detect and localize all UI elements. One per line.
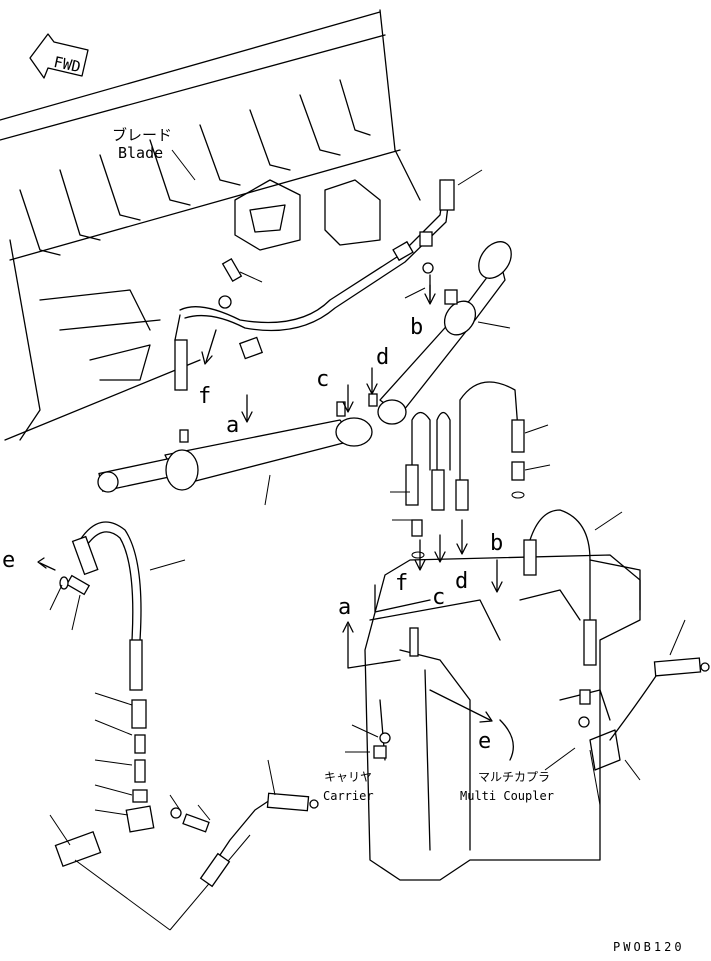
multi-coupler-block <box>589 619 710 806</box>
multi-coupler-label-jp: マルチカプラ <box>478 770 550 784</box>
bolt-and-washer-top <box>218 257 263 309</box>
callout-a-top: a <box>226 413 239 438</box>
callout-e-bottom: e <box>478 729 491 754</box>
callout-d-top: d <box>376 345 389 370</box>
drawing-code: PWOB120 <box>613 940 685 954</box>
hose-lower-left <box>49 521 186 691</box>
carrier-label-en: Carrier <box>323 789 374 803</box>
callout-c-top: c <box>316 367 329 392</box>
callout-c-bottom: c <box>432 585 445 610</box>
callout-arrows <box>37 274 503 723</box>
callout-e-left: e <box>2 548 15 573</box>
callout-b-bottom: b <box>490 531 503 556</box>
callout-b-top: b <box>410 315 423 340</box>
hose-lower-middle <box>199 759 319 888</box>
callout-f-bottom: f <box>395 571 408 596</box>
callout-f-top: f <box>198 384 211 409</box>
blade-assembly <box>0 9 421 441</box>
hydraulic-cylinder-right <box>368 241 512 425</box>
carrier-assembly <box>364 554 641 881</box>
callout-d-bottom: d <box>455 569 468 594</box>
carrier-label-jp: キャリヤ <box>324 770 372 784</box>
blade-label-en: Blade <box>118 144 163 162</box>
hose-carrier-right <box>523 509 623 728</box>
callout-a-bottom: a <box>338 595 351 620</box>
fittings-lower-left <box>49 692 251 931</box>
blade-label-jp: ブレード <box>112 126 172 144</box>
upper-hose <box>174 179 455 391</box>
hydraulic-cylinder-left <box>97 401 373 506</box>
hose-loops-middle <box>390 381 551 559</box>
multi-coupler-label-en: Multi Coupler <box>460 789 554 803</box>
fwd-arrow-badge: FWD <box>29 33 89 79</box>
fwd-label: FWD <box>52 53 82 76</box>
